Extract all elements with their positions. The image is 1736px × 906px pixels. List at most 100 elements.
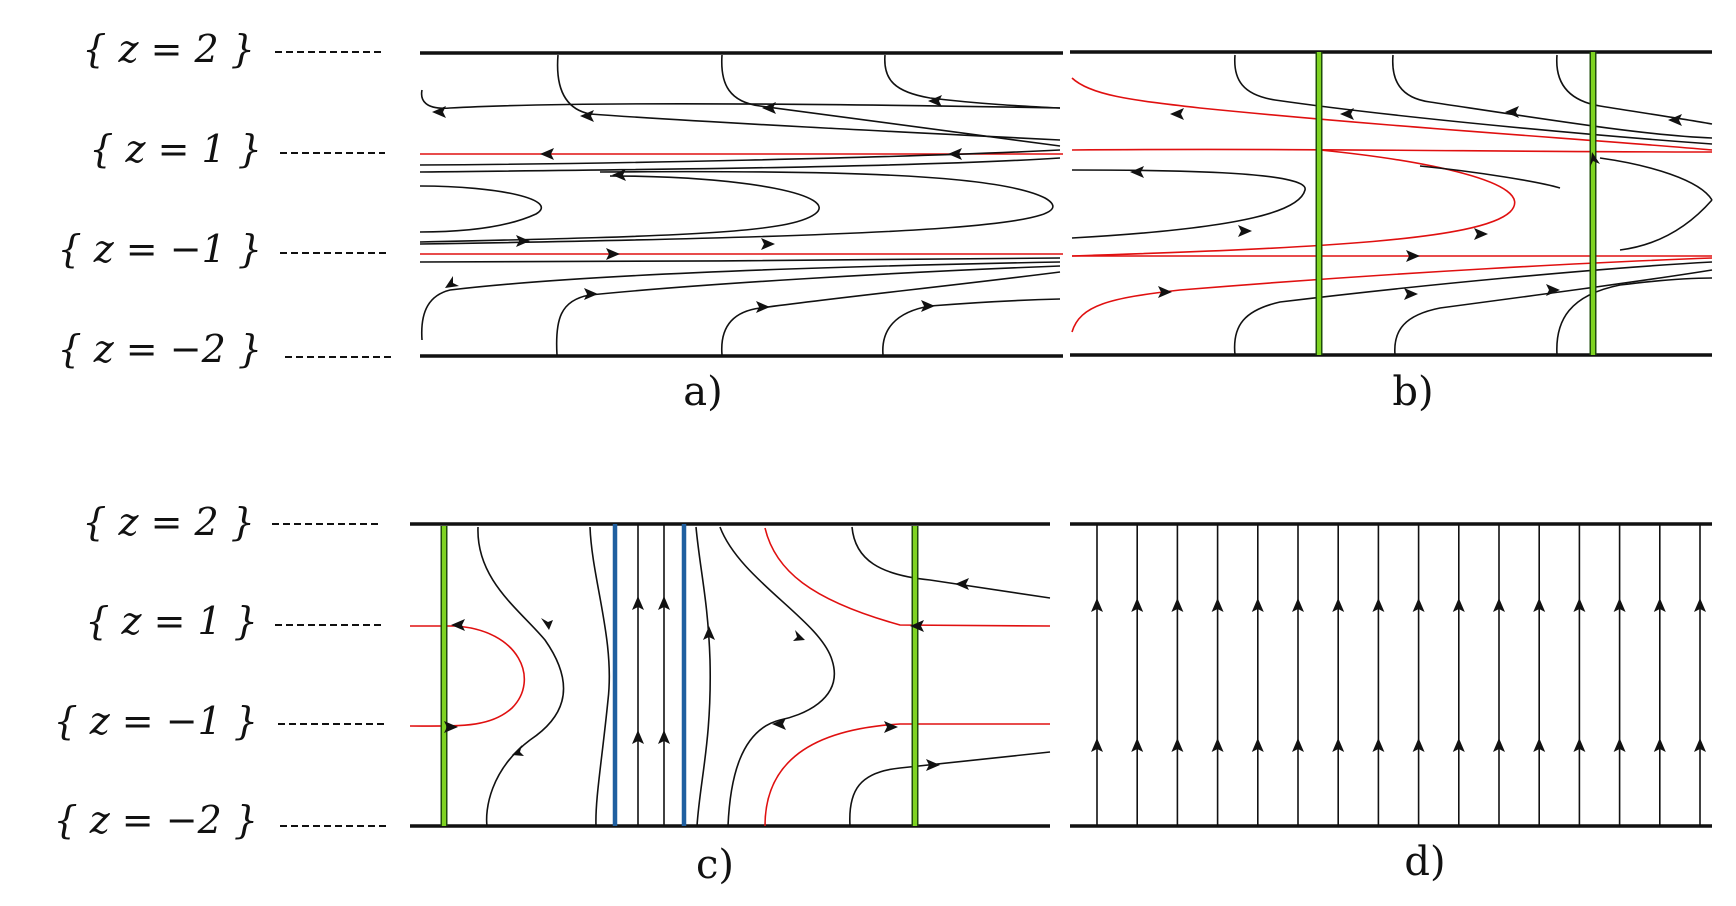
- panel-a-trajectory: [419, 185, 543, 233]
- panel-d-arrow: [1171, 738, 1184, 752]
- z-label-bottom-m2: { z = −2 }: [53, 798, 258, 842]
- panel-a-trajectory: [420, 89, 1061, 110]
- panel-d: d): [1070, 522, 1712, 885]
- panel-c-trajectory: [589, 526, 611, 827]
- panel-a-arrow: [762, 102, 776, 114]
- panel-a-arrow: [516, 235, 530, 247]
- panel-c-trajectory: [719, 526, 835, 827]
- panel-c-arrow: [926, 759, 940, 771]
- panel-c-arrow: [451, 619, 465, 631]
- panel-d-arrow: [1694, 598, 1706, 612]
- panel-d-arrow: [1573, 738, 1586, 752]
- panel-d-arrow: [1694, 738, 1706, 752]
- panel-a-trajectory: [419, 157, 1061, 173]
- panel-d-arrow: [1412, 598, 1425, 612]
- panel-a-arrow: [948, 148, 962, 160]
- panel-d-arrow: [1653, 738, 1666, 752]
- panel-d-arrow: [1332, 738, 1345, 752]
- z-labels-top: { z = 2 } { z = 1 } { z = −1 } { z = −2 …: [57, 27, 392, 371]
- panel-b-trajectory: [1071, 169, 1306, 239]
- panel-b-trajectory: [1555, 54, 1713, 125]
- panel-c-trajectory: [851, 526, 1051, 599]
- z-label-top-m2: { z = −2 }: [57, 327, 262, 371]
- panel-c-trajectory: [477, 526, 565, 827]
- panel-a-arrow: [432, 106, 446, 118]
- panel-c-arrow: [444, 721, 458, 733]
- panel-b-arrow: [1130, 166, 1144, 178]
- panel-a-arrow: [612, 169, 626, 181]
- panel-b-arrow: [1340, 108, 1354, 120]
- panel-d-arrow: [1211, 738, 1224, 752]
- panel-c-arrow: [658, 596, 670, 610]
- panel-b-arrows: [1130, 106, 1682, 300]
- panel-d-arrow: [1251, 598, 1264, 612]
- panel-a-label: a): [683, 369, 722, 415]
- panel-a-trajectory: [419, 175, 820, 243]
- panel-c-arrow: [772, 718, 786, 730]
- panel-b-arrow: [1404, 288, 1418, 300]
- panel-c-separatrix: [409, 625, 526, 727]
- panel-a-arrow: [928, 95, 942, 107]
- panel-b-arrow: [1406, 250, 1420, 262]
- panel-d-arrow: [1613, 738, 1626, 752]
- panel-b-arrow: [1668, 114, 1682, 126]
- panel-b-arrow: [1170, 108, 1184, 120]
- panel-d-arrow: [1292, 738, 1304, 752]
- panel-d-arrow: [1131, 738, 1144, 752]
- panel-d-arrow: [1653, 598, 1666, 612]
- panel-d-arrow: [1533, 738, 1546, 752]
- panel-d-arrow: [1292, 598, 1304, 612]
- panel-a-arrow: [606, 248, 620, 260]
- panel-a-arrow: [761, 238, 775, 250]
- panel-b-trajectory: [1391, 54, 1713, 139]
- panel-b-trajectory: [1599, 157, 1713, 201]
- z-label-bottom-2: { z = 2 }: [82, 500, 255, 544]
- panel-d-vertical-trajectories: [1091, 524, 1706, 826]
- panel-c-trajectory: [849, 751, 1051, 827]
- z-label-bottom-1: { z = 1 }: [85, 599, 258, 643]
- panel-d-arrow: [1493, 738, 1505, 752]
- panel-d-arrow: [1091, 738, 1103, 752]
- panel-b-arrow: [1158, 286, 1172, 298]
- panel-d-arrow: [1452, 738, 1465, 752]
- panel-a-trajectory: [419, 170, 1054, 245]
- panel-c-arrow: [910, 620, 924, 632]
- panel-d-arrow: [1091, 598, 1103, 612]
- panel-d-arrow: [1131, 598, 1144, 612]
- panel-a-arrow: [580, 110, 594, 122]
- panel-d-arrow: [1412, 738, 1425, 752]
- panel-a: a): [419, 51, 1063, 415]
- panel-a-arrow: [584, 288, 598, 300]
- panel-a-arrow: [921, 300, 935, 312]
- panel-d-arrow: [1493, 598, 1505, 612]
- panel-b-trajectory: [1556, 277, 1713, 356]
- panel-c-separatrix: [764, 527, 1051, 627]
- panel-d-arrow: [1211, 598, 1224, 612]
- panel-b-trajectory: [1619, 199, 1713, 251]
- panel-d-arrow: [1251, 738, 1264, 752]
- panel-b-trajectory: [1419, 165, 1561, 189]
- panel-d-arrow: [1332, 598, 1345, 612]
- panel-a-trajectory: [882, 298, 1061, 356]
- panel-b-trajectory: [1394, 269, 1713, 356]
- panel-c-arrow: [541, 618, 553, 630]
- panel-a-trajectory: [720, 271, 1061, 356]
- panel-a-trajectory: [419, 149, 1061, 166]
- panel-c-label: c): [696, 842, 734, 888]
- panel-b-label: b): [1392, 369, 1433, 415]
- panel-c: c): [409, 522, 1051, 888]
- panel-d-arrow: [1171, 598, 1184, 612]
- panel-b-separatrix: [1071, 257, 1713, 333]
- panel-c-arrow: [658, 730, 670, 744]
- panel-c-arrow: [632, 596, 644, 610]
- panel-d-arrow: [1372, 738, 1385, 752]
- panel-a-arrow: [756, 301, 770, 313]
- panel-a-trajectory: [555, 265, 1061, 356]
- panel-b-arrow: [1238, 225, 1252, 237]
- panel-c-arrow: [703, 626, 715, 640]
- panel-b-arrow: [1474, 228, 1488, 240]
- panel-a-trajectory: [419, 257, 1061, 263]
- panel-d-arrow: [1613, 598, 1626, 612]
- panel-c-arrow: [632, 730, 644, 744]
